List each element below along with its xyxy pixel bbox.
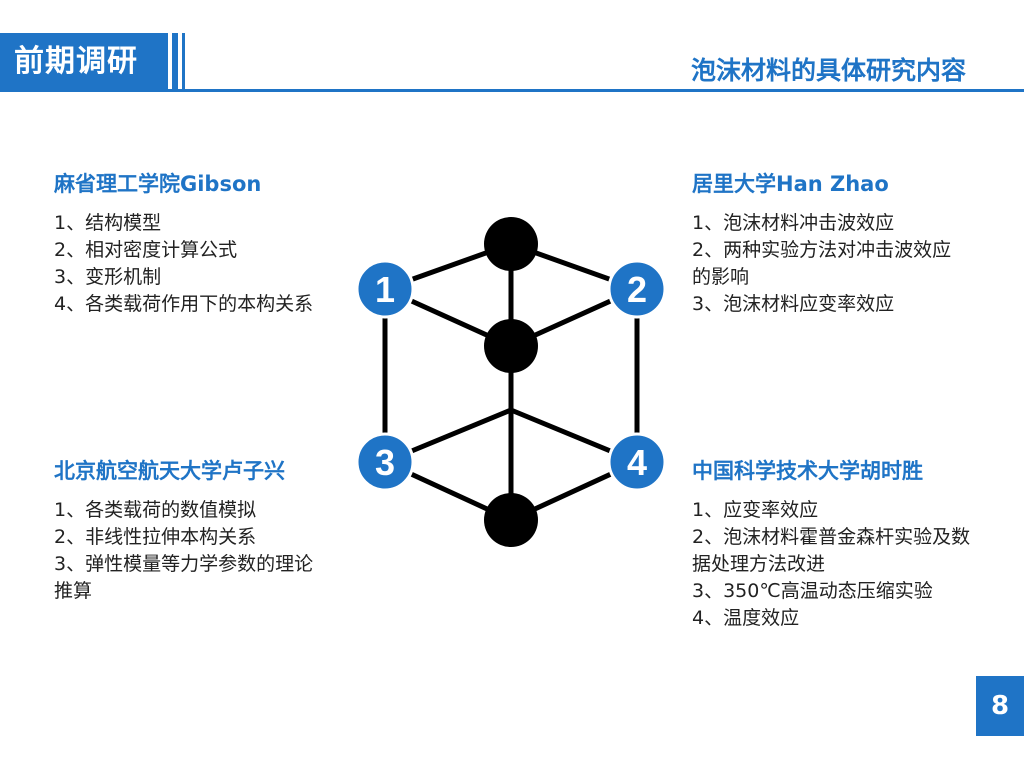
research-block-buaa: 北京航空航天大学卢子兴 1、各类载荷的数值模拟 2、非线性拉伸本构关系 3、弹性… <box>54 455 329 605</box>
research-block-mit: 麻省理工学院Gibson 1、结构模型 2、相对密度计算公式 3、变形机制 4、… <box>54 168 329 318</box>
list-item: 1、结构模型 <box>54 212 162 234</box>
list-item: 1、各类载荷的数值模拟 <box>54 499 257 521</box>
node-label-2: 2 <box>627 269 647 310</box>
research-block-ustc: 中国科学技术大学胡时胜 1、应变率效应 2、泡沫材料霍普金森杆实验及数据处理方法… <box>692 455 982 632</box>
cube-node-top <box>484 217 538 271</box>
list-item: 4、各类载荷作用下的本构关系 <box>54 293 314 315</box>
block-heading: 北京航空航天大学卢子兴 <box>54 459 285 483</box>
node-label-4: 4 <box>627 442 647 483</box>
list-item: 3、350℃高温动态压缩实验 <box>692 580 933 602</box>
list-item: 2、泡沫材料霍普金森杆实验及数据处理方法改进 <box>692 526 971 575</box>
block-heading: 居里大学Han Zhao <box>692 172 889 196</box>
header-accent-bar <box>172 33 178 91</box>
section-label: 前期调研 <box>14 44 138 79</box>
header-rule <box>0 89 1024 92</box>
list-item: 3、弹性模量等力学参数的理论推算 <box>54 553 314 602</box>
list-item: 2、非线性拉伸本构关系 <box>54 526 257 548</box>
header-accent-bar-thin <box>182 33 185 91</box>
node-label-1: 1 <box>375 269 395 310</box>
block-list: 1、应变率效应 2、泡沫材料霍普金森杆实验及数据处理方法改进 3、350℃高温动… <box>692 497 982 632</box>
node-badge-4 <box>607 432 667 492</box>
slide-title: 泡沫材料的具体研究内容 <box>690 56 966 85</box>
block-list: 1、泡沫材料冲击波效应 2、两种实验方法对冲击波效应的影响 3、泡沫材料应变率效… <box>692 210 962 318</box>
block-heading: 中国科学技术大学胡时胜 <box>692 459 923 483</box>
research-block-curie: 居里大学Han Zhao 1、泡沫材料冲击波效应 2、两种实验方法对冲击波效应的… <box>692 168 962 318</box>
cube-edges <box>382 241 640 523</box>
block-list: 1、各类载荷的数值模拟 2、非线性拉伸本构关系 3、弹性模量等力学参数的理论推算 <box>54 497 329 605</box>
section-tab: 前期调研 <box>0 33 168 91</box>
block-list: 1、结构模型 2、相对密度计算公式 3、变形机制 4、各类载荷作用下的本构关系 <box>54 210 329 318</box>
list-item: 3、变形机制 <box>54 266 162 288</box>
list-item: 1、泡沫材料冲击波效应 <box>692 212 895 234</box>
node-label-3: 3 <box>375 442 395 483</box>
page-number: 8 <box>976 676 1024 736</box>
cube-node-center <box>484 319 538 373</box>
node-badge-2 <box>607 259 667 319</box>
node-badge-3 <box>355 432 415 492</box>
node-badge-1 <box>355 259 415 319</box>
list-item: 4、温度效应 <box>692 607 800 629</box>
list-item: 1、应变率效应 <box>692 499 819 521</box>
list-item: 2、相对密度计算公式 <box>54 239 238 261</box>
list-item: 2、两种实验方法对冲击波效应的影响 <box>692 239 952 288</box>
list-item: 3、泡沫材料应变率效应 <box>692 293 895 315</box>
cube-node-bottom <box>484 493 538 547</box>
block-heading: 麻省理工学院Gibson <box>54 172 262 196</box>
